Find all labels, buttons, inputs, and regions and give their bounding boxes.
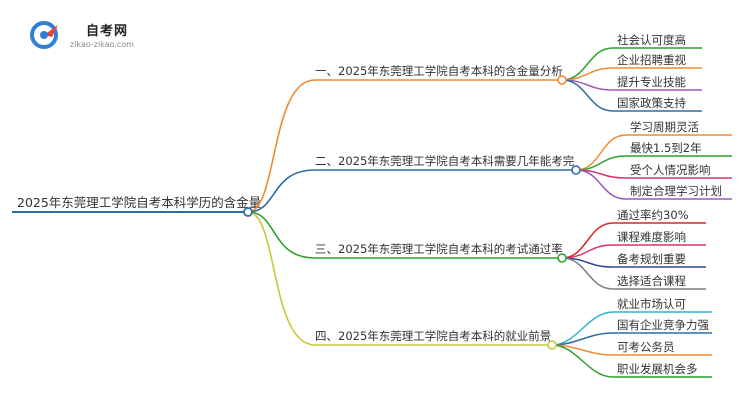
leaf-label-4-2: 国有企业竞争力强 xyxy=(617,318,709,332)
leaf-connector-2-2 xyxy=(575,155,627,171)
branch-label-2: 二、2025年东莞理工学院自考本科需要几年能考完 xyxy=(315,154,574,168)
leaf-connector-1-1 xyxy=(561,47,614,81)
leaf-label-1-4: 国家政策支持 xyxy=(617,96,686,110)
leaf-label-2-4: 制定合理学习计划 xyxy=(630,184,722,198)
branch-connector-1 xyxy=(247,79,316,213)
branch-label-3: 三、2025年东莞理工学院自考本科的考试通过率 xyxy=(315,242,563,256)
leaf-label-3-4: 选择适合课程 xyxy=(617,274,686,288)
leaf-label-1-3: 提升专业技能 xyxy=(617,75,686,89)
branch-node-2 xyxy=(571,165,581,175)
branch-node-3 xyxy=(557,253,567,263)
root-label: 2025年东莞理工学院自考本科学历的含金量 xyxy=(17,195,261,210)
leaf-connector-3-1 xyxy=(561,222,614,259)
logo-url: zikao-zikao.com xyxy=(70,40,134,49)
branch-connector-4 xyxy=(247,211,316,346)
logo-title: 自考网 xyxy=(86,24,129,39)
branch-connector-2 xyxy=(247,169,316,213)
leaf-connector-2-1 xyxy=(575,134,627,171)
leaf-connector-4-1 xyxy=(551,311,614,346)
leaf-connector-2-4 xyxy=(575,169,627,200)
branch-label-4: 四、2025年东莞理工学院自考本科的就业前景 xyxy=(315,329,551,343)
leaf-label-3-3: 备考规划重要 xyxy=(617,252,686,266)
leaf-label-4-4: 职业发展机会多 xyxy=(617,362,698,376)
leaf-label-2-3: 受个人情况影响 xyxy=(630,163,711,177)
leaf-label-2-2: 最快1.5到2年 xyxy=(630,141,702,155)
branch-label-1: 一、2025年东莞理工学院自考本科的含金量分析 xyxy=(315,64,563,78)
leaf-connector-1-4 xyxy=(561,79,614,112)
leaf-connector-4-4 xyxy=(551,344,614,378)
leaf-label-4-1: 就业市场认可 xyxy=(617,297,686,311)
leaf-label-3-1: 通过率约30% xyxy=(617,208,689,222)
leaf-label-4-3: 可考公务员 xyxy=(617,340,675,354)
branch-node-4 xyxy=(547,340,557,350)
root-node xyxy=(243,207,253,217)
logo: 自考网 zikao-zikao.com xyxy=(30,18,150,54)
leaf-label-3-2: 课程难度影响 xyxy=(617,230,686,244)
branch-node-1 xyxy=(557,75,567,85)
leaf-label-1-1: 社会认可度高 xyxy=(617,33,686,47)
branch-connector-3 xyxy=(247,211,316,259)
leaf-label-2-1: 学习周期灵活 xyxy=(630,120,699,134)
logo-icon xyxy=(30,21,58,49)
leaf-label-1-2: 企业招聘重视 xyxy=(617,53,686,67)
leaf-connector-3-4 xyxy=(561,257,614,290)
